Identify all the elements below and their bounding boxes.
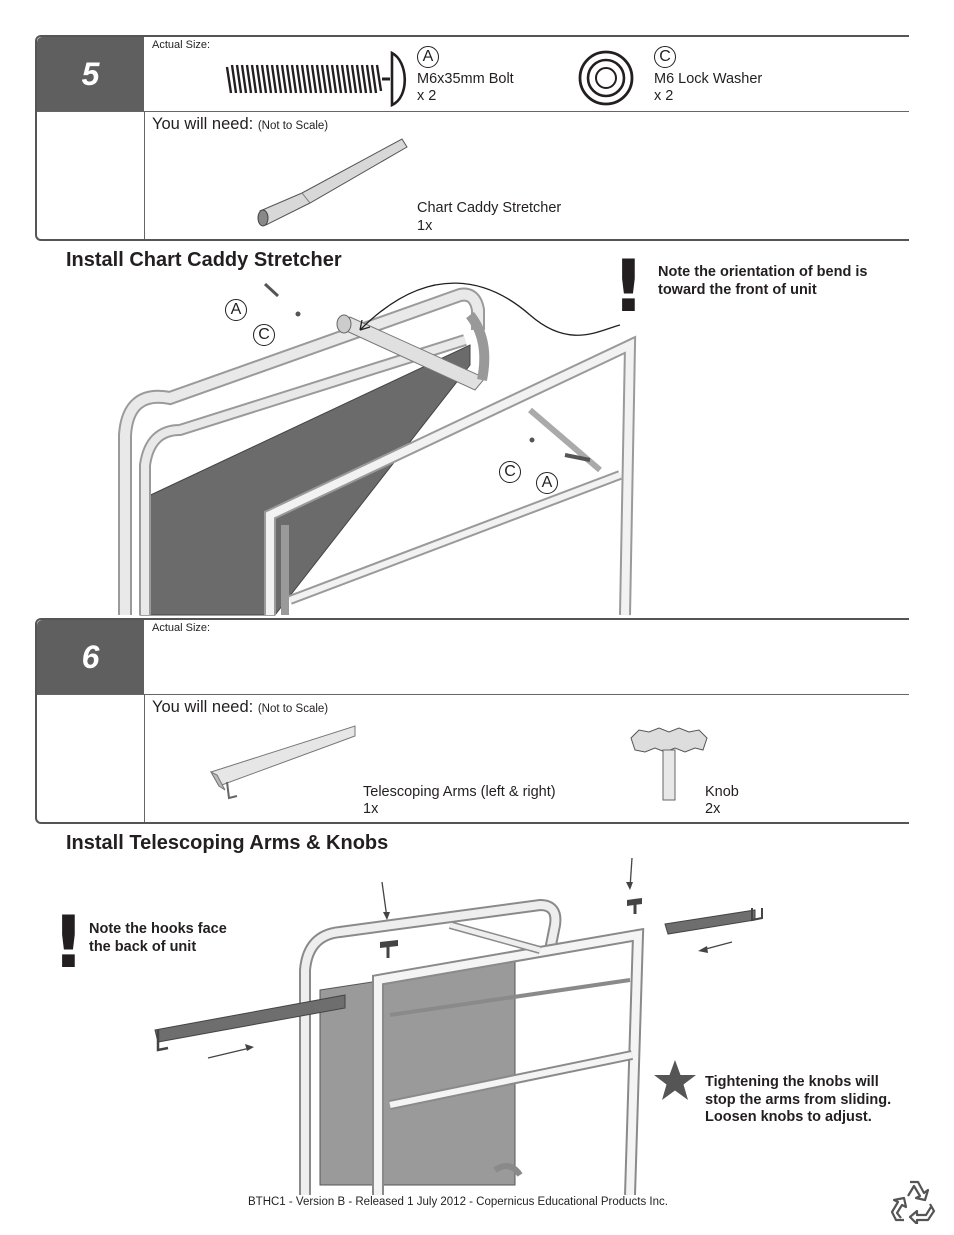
- divider: [37, 111, 909, 112]
- knob-name: Knob: [705, 784, 739, 800]
- actual-size-label: Actual Size:: [152, 622, 211, 634]
- washer-qty: x 2: [654, 88, 674, 104]
- step5-number: 5: [37, 37, 144, 111]
- bolt-icon: [225, 50, 406, 107]
- washer-name: M6 Lock Washer: [654, 71, 763, 87]
- callout-a: A: [417, 46, 439, 68]
- step6-number: 6: [37, 620, 144, 694]
- section6-note: Note the hooks face the back of unit: [89, 921, 227, 955]
- footer-text: BTHC1 - Version B - Released 1 July 2012…: [248, 1196, 668, 1208]
- step6-panel: 6 Actual Size: You will need: (Not to Sc…: [35, 618, 909, 824]
- telescoping-arm-icon: [209, 725, 356, 800]
- star-icon: [654, 1060, 696, 1100]
- divider: [37, 694, 909, 695]
- you-will-need-label: You will need: (Not to Scale): [152, 115, 329, 133]
- callout-a: A: [536, 472, 558, 494]
- stretcher-icon: [257, 138, 408, 227]
- warning-icon: !: [612, 244, 645, 328]
- lock-washer-icon: [578, 50, 634, 106]
- knob-qty: 2x: [705, 801, 721, 817]
- divider: [144, 694, 145, 822]
- cart-illustration-step5: [118, 282, 637, 616]
- arm-qty: 1x: [363, 801, 379, 817]
- knob-icon: [630, 727, 708, 801]
- divider: [144, 111, 145, 239]
- warning-icon: !: [52, 900, 85, 984]
- you-will-need-label: You will need: (Not to Scale): [152, 698, 329, 716]
- section5-note: Note the orientation of bend is toward t…: [658, 264, 868, 298]
- section5-title: Install Chart Caddy Stretcher: [66, 249, 342, 271]
- recycle-icon: [890, 1180, 936, 1224]
- callout-c: C: [253, 324, 275, 346]
- callout-a: A: [225, 299, 247, 321]
- actual-size-label: Actual Size:: [152, 39, 211, 51]
- callout-c: C: [499, 461, 521, 483]
- section6-title: Install Telescoping Arms & Knobs: [66, 832, 389, 854]
- arm-name: Telescoping Arms (left & right): [363, 784, 556, 800]
- bolt-qty: x 2: [417, 88, 437, 104]
- cart-illustration-step6: [154, 857, 763, 1195]
- bolt-name: M6x35mm Bolt: [417, 71, 514, 87]
- section6-tip: Tightening the knobs will stop the arms …: [705, 1074, 892, 1125]
- step5-panel: 5 Actual Size: A M6x35mm Bolt x 2 C M6 L…: [35, 35, 909, 241]
- callout-c: C: [654, 46, 676, 68]
- stretcher-qty: 1x: [417, 218, 433, 234]
- stretcher-name: Chart Caddy Stretcher: [417, 200, 562, 216]
